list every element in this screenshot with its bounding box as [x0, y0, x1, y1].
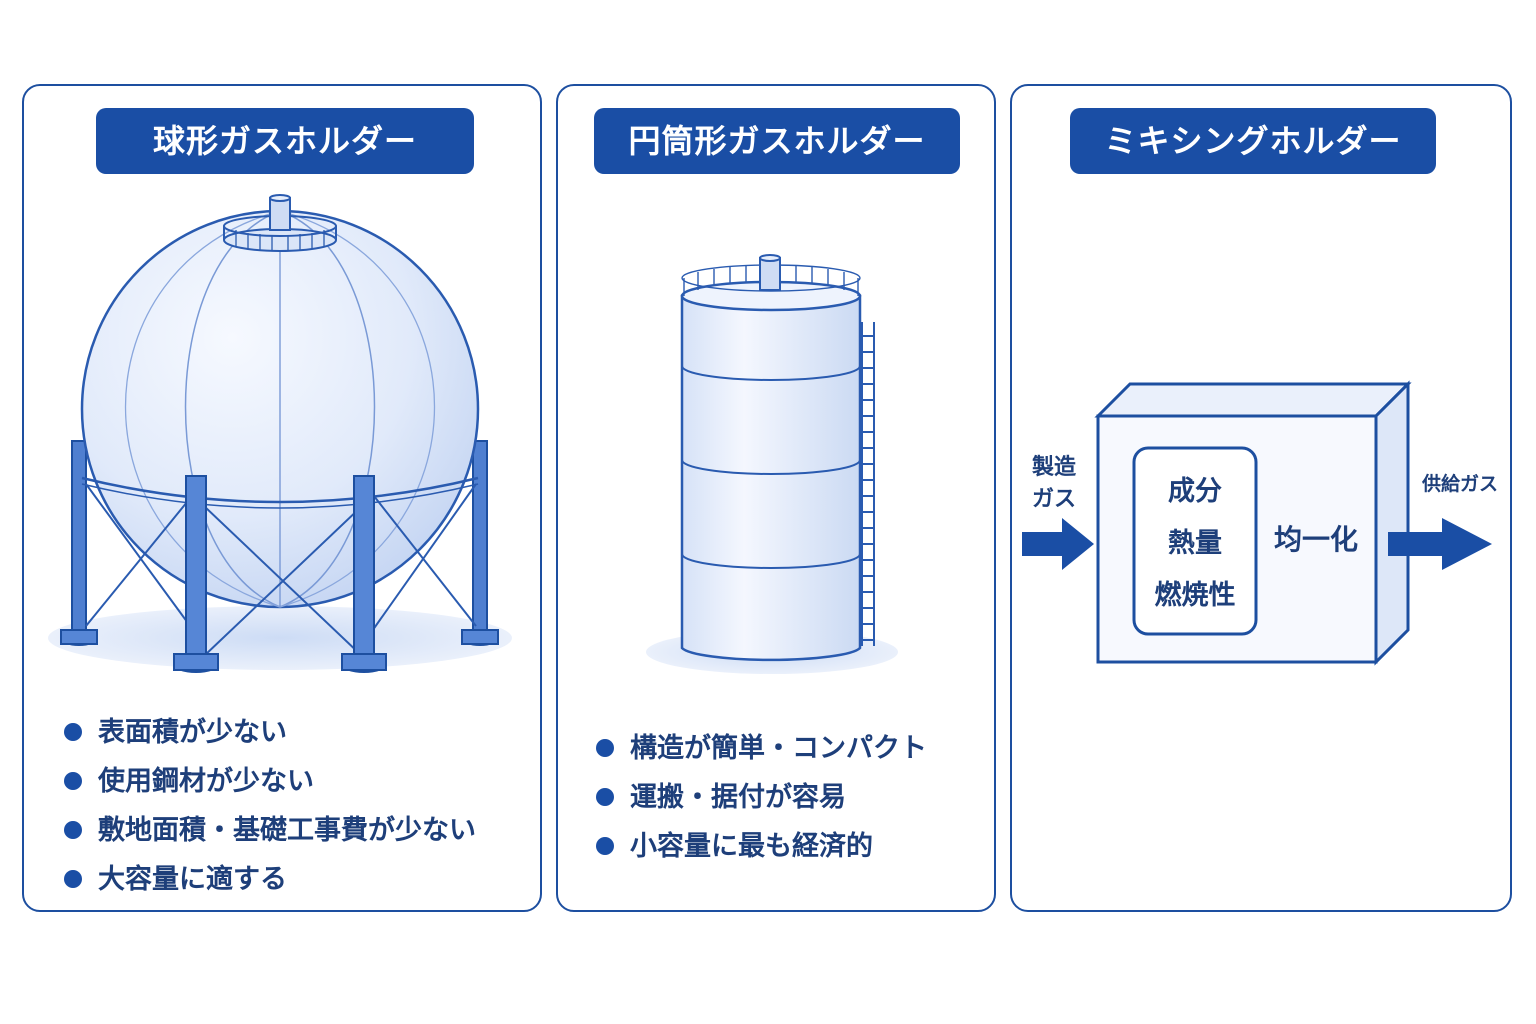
input-label: 製造 ガス — [1031, 455, 1076, 512]
inner-item: 熱量 — [1168, 528, 1222, 559]
list-item: 使用鋼材が少ない — [64, 757, 476, 806]
input-arrow-icon — [1022, 518, 1094, 570]
list-item: 構造が簡単・コンパクト — [596, 724, 927, 773]
bullet-dot-icon — [64, 821, 82, 839]
bullet-dot-icon — [64, 723, 82, 741]
panel-title: 球形ガスホルダー — [96, 108, 474, 174]
list-item: 敷地面積・基礎工事費が少ない — [64, 806, 476, 855]
bullet-dot-icon — [596, 788, 614, 806]
process-label: 均一化 — [1273, 523, 1358, 556]
list-item: 運搬・据付が容易 — [596, 773, 927, 822]
cylindrical-holder-panel: 円筒形ガスホルダー — [556, 84, 996, 912]
mixing-holder-diagram — [1022, 380, 1492, 666]
list-item: 大容量に適する — [64, 855, 476, 904]
bullet-dot-icon — [64, 870, 82, 888]
spherical-holder-panel: 球形ガスホルダー — [22, 84, 542, 912]
panel-title: 円筒形ガスホルダー — [594, 108, 960, 174]
panel-title: ミキシングホルダー — [1070, 108, 1436, 174]
inner-item: 成分 — [1168, 476, 1222, 507]
bullet-dot-icon — [596, 739, 614, 757]
mixing-holder-panel: ミキシングホルダー 製造 ガス 成分 熱量 燃焼性 均一化 供給ガス — [1010, 84, 1512, 912]
bullet-dot-icon — [64, 772, 82, 790]
feature-list: 表面積が少ない 使用鋼材が少ない 敷地面積・基礎工事費が少ない 大容量に適する — [64, 708, 476, 904]
inner-items: 成分 熱量 燃焼性 — [1134, 466, 1256, 622]
bullet-dot-icon — [596, 837, 614, 855]
inner-item: 燃焼性 — [1154, 580, 1236, 611]
cylindrical-holder-illustration — [646, 254, 898, 674]
list-item: 小容量に最も経済的 — [596, 822, 927, 871]
spherical-holder-illustration — [48, 194, 512, 673]
list-item: 表面積が少ない — [64, 708, 476, 757]
feature-list: 構造が簡単・コンパクト 運搬・据付が容易 小容量に最も経済的 — [596, 724, 927, 871]
output-label: 供給ガス — [1421, 473, 1498, 495]
output-arrow-icon — [1388, 518, 1492, 570]
